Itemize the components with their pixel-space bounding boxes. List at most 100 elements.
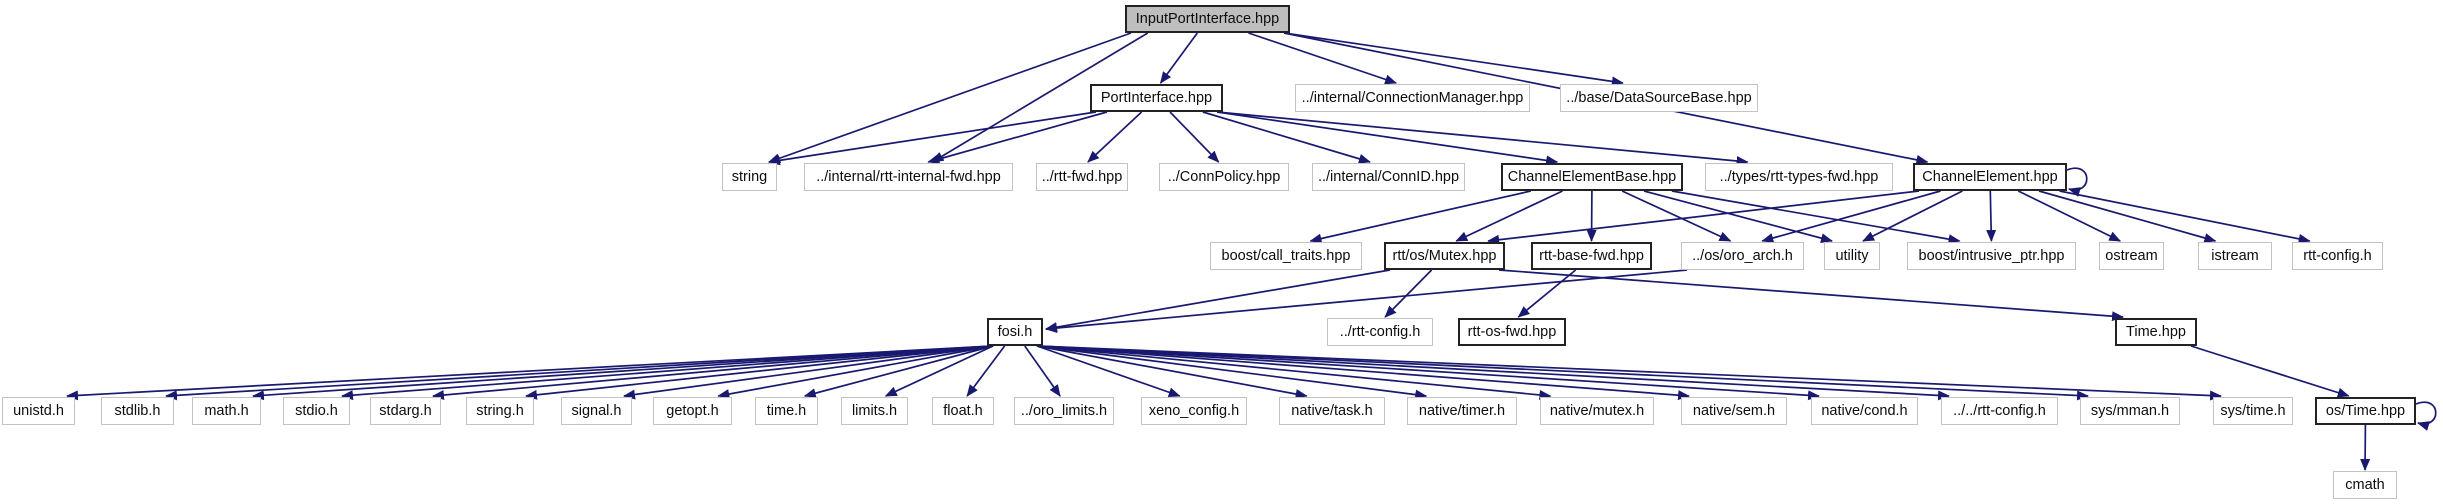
graph-edge-loop-ce [2066, 167, 2088, 197]
graph-node-istream[interactable]: istream [2198, 242, 2272, 270]
graph-node-floath[interactable]: float.h [932, 397, 994, 425]
graph-node-label: ChannelElementBase.hpp [1507, 168, 1677, 185]
graph-edge-loop-ostime [2415, 401, 2437, 431]
graph-node-math[interactable]: math.h [192, 397, 261, 425]
graph-node-nsem[interactable]: native/sem.h [1681, 397, 1787, 425]
graph-edge-fosi-stringh [525, 345, 994, 400]
graph-node-label: string.h [476, 402, 524, 419]
graph-node-mutex[interactable]: rtt/os/Mutex.hpp [1384, 242, 1505, 270]
graph-node-label: stdlib.h [114, 402, 161, 419]
graph-edge-mutex-timehpp [1498, 269, 2124, 322]
graph-node-signal[interactable]: signal.h [561, 397, 632, 425]
graph-node-label: sys/mman.h [2090, 402, 2170, 419]
graph-node-label: ../internal/rtt-internal-fwd.hpp [816, 168, 1001, 185]
graph-node-string[interactable]: string [722, 163, 777, 191]
graph-node-label: ../../rtt-config.h [1953, 402, 2046, 419]
graph-node-label: xeno_config.h [1148, 402, 1240, 419]
graph-node-stdarg[interactable]: stdarg.h [370, 397, 441, 425]
graph-node-rttfwd[interactable]: ../rtt-fwd.hpp [1036, 163, 1128, 191]
graph-edge-fosi-systime [1036, 345, 2222, 401]
graph-node-xenoconfig[interactable]: xeno_config.h [1141, 397, 1247, 425]
graph-node-rttinternalfwd[interactable]: ../internal/rtt-internal-fwd.hpp [804, 163, 1013, 191]
graph-node-portinterface[interactable]: PortInterface.hpp [1090, 84, 1223, 112]
graph-node-ncond[interactable]: native/cond.h [1811, 397, 1918, 425]
graph-node-datasource[interactable]: ../base/DataSourceBase.hpp [1560, 84, 1758, 112]
graph-node-label: ../base/DataSourceBase.hpp [1566, 89, 1752, 106]
graph-node-label: ../oro_limits.h [1020, 402, 1108, 419]
graph-node-rttbasefwd[interactable]: rtt-base-fwd.hpp [1531, 242, 1652, 270]
graph-edge-timehpp-ostime [2190, 345, 2350, 398]
graph-node-rttconfig4[interactable]: rtt-config.h [2292, 242, 2383, 270]
graph-node-label: ../internal/ConnID.hpp [1317, 168, 1460, 185]
graph-edge-ce-utility [1862, 190, 1963, 242]
graph-edge-ce-oroarch [1761, 190, 1941, 243]
graph-edge-fosi-nmutex [1036, 345, 1552, 400]
graph-edge-ce-mutex [1487, 190, 1920, 245]
graph-node-label: fosi.h [997, 323, 1033, 340]
graph-node-oroarch[interactable]: ../os/oro_arch.h [1681, 242, 1804, 270]
graph-node-stdlib[interactable]: stdlib.h [101, 397, 174, 425]
graph-node-ntimer[interactable]: native/timer.h [1407, 397, 1517, 425]
graph-edge-ce-rttconfig4 [2059, 190, 2311, 244]
graph-edge-fosi-floath [966, 345, 1006, 397]
graph-edge-input-connmgr [1248, 32, 1398, 85]
graph-edge-fosi-stdarg [432, 345, 994, 401]
graph-edge-portinterface-connpolicy [1169, 111, 1220, 163]
graph-node-systime[interactable]: sys/time.h [2213, 397, 2293, 425]
graph-node-limits[interactable]: limits.h [841, 397, 908, 425]
graph-node-getopt[interactable]: getopt.h [653, 397, 732, 425]
graph-edge-mutex-rttconfig5 [1384, 269, 1433, 318]
graph-edge-ceb-oroarch [1621, 190, 1732, 242]
graph-node-nmutex[interactable]: native/mutex.h [1540, 397, 1654, 425]
graph-node-rttosfwd[interactable]: rtt-os-fwd.hpp [1458, 318, 1566, 346]
graph-edge-ce-intrusiveptr [1986, 190, 1997, 242]
graph-node-label: getopt.h [666, 402, 719, 419]
graph-node-ostream[interactable]: ostream [2099, 242, 2164, 270]
graph-node-rttconfig5[interactable]: ../rtt-config.h [1327, 318, 1433, 346]
graph-node-label: limits.h [851, 402, 898, 419]
graph-edge-portinterface-connid [1202, 111, 1371, 164]
graph-edge-fosi-stdlib [165, 345, 994, 401]
graph-node-label: stdio.h [295, 402, 338, 419]
graph-node-intrusiveptr[interactable]: boost/intrusive_ptr.hpp [1907, 242, 2076, 270]
graph-node-label: PortInterface.hpp [1100, 89, 1213, 106]
graph-node-orolimits[interactable]: ../oro_limits.h [1014, 397, 1114, 425]
graph-node-ce[interactable]: ChannelElement.hpp [1913, 163, 2067, 191]
graph-edge-ce-istream [2038, 190, 2217, 243]
graph-node-ostime[interactable]: os/Time.hpp [2315, 397, 2416, 425]
graph-node-label: time.h [766, 402, 807, 419]
graph-node-utility[interactable]: utility [1824, 242, 1880, 270]
graph-node-label: sys/time.h [2220, 402, 2286, 419]
graph-node-connid[interactable]: ../internal/ConnID.hpp [1312, 163, 1465, 191]
graph-node-label: unistd.h [13, 402, 64, 419]
graph-edge-fosi-ncond [1036, 345, 1820, 401]
graph-node-stdio[interactable]: stdio.h [283, 397, 350, 425]
graph-edge-portinterface-ceb [1216, 111, 1559, 166]
graph-node-cmath[interactable]: cmath [2333, 471, 2397, 499]
graph-node-rttconfig6[interactable]: ../../rtt-config.h [1941, 397, 2058, 425]
graph-node-label: native/timer.h [1418, 402, 1506, 419]
graph-node-timehpp[interactable]: Time.hpp [2115, 318, 2197, 346]
graph-node-connmgr[interactable]: ../internal/ConnectionManager.hpp [1295, 84, 1530, 112]
graph-edge-ceb-mutex [1455, 190, 1563, 242]
graph-edge-fosi-ntask [1036, 345, 1308, 399]
graph-node-unistd[interactable]: unistd.h [2, 397, 75, 425]
graph-node-label: string [731, 168, 768, 185]
graph-node-calltraits[interactable]: boost/call_traits.hpp [1210, 242, 1362, 270]
graph-node-stringh[interactable]: string.h [466, 397, 534, 425]
graph-node-label: math.h [204, 402, 249, 419]
graph-node-sysmman[interactable]: sys/mman.h [2080, 397, 2180, 425]
graph-node-label: ../internal/ConnectionManager.hpp [1301, 89, 1524, 106]
graph-node-label: Time.hpp [2126, 323, 2186, 340]
graph-node-ntask[interactable]: native/task.h [1279, 397, 1385, 425]
graph-node-input[interactable]: InputPortInterface.hpp [1125, 5, 1290, 33]
graph-node-ceb[interactable]: ChannelElementBase.hpp [1501, 163, 1683, 191]
graph-edge-input-portinterface [1159, 32, 1198, 84]
graph-node-fosi[interactable]: fosi.h [987, 318, 1043, 346]
graph-edge-fosi-xenoconfig [1036, 345, 1181, 398]
graph-node-label: native/sem.h [1692, 402, 1776, 419]
graph-node-rtttypesfwd[interactable]: ../types/rtt-types-fwd.hpp [1705, 163, 1893, 191]
graph-edge-fosi-ntimer [1036, 345, 1428, 400]
graph-node-timeh[interactable]: time.h [755, 397, 818, 425]
graph-node-connpolicy[interactable]: ../ConnPolicy.hpp [1159, 163, 1289, 191]
